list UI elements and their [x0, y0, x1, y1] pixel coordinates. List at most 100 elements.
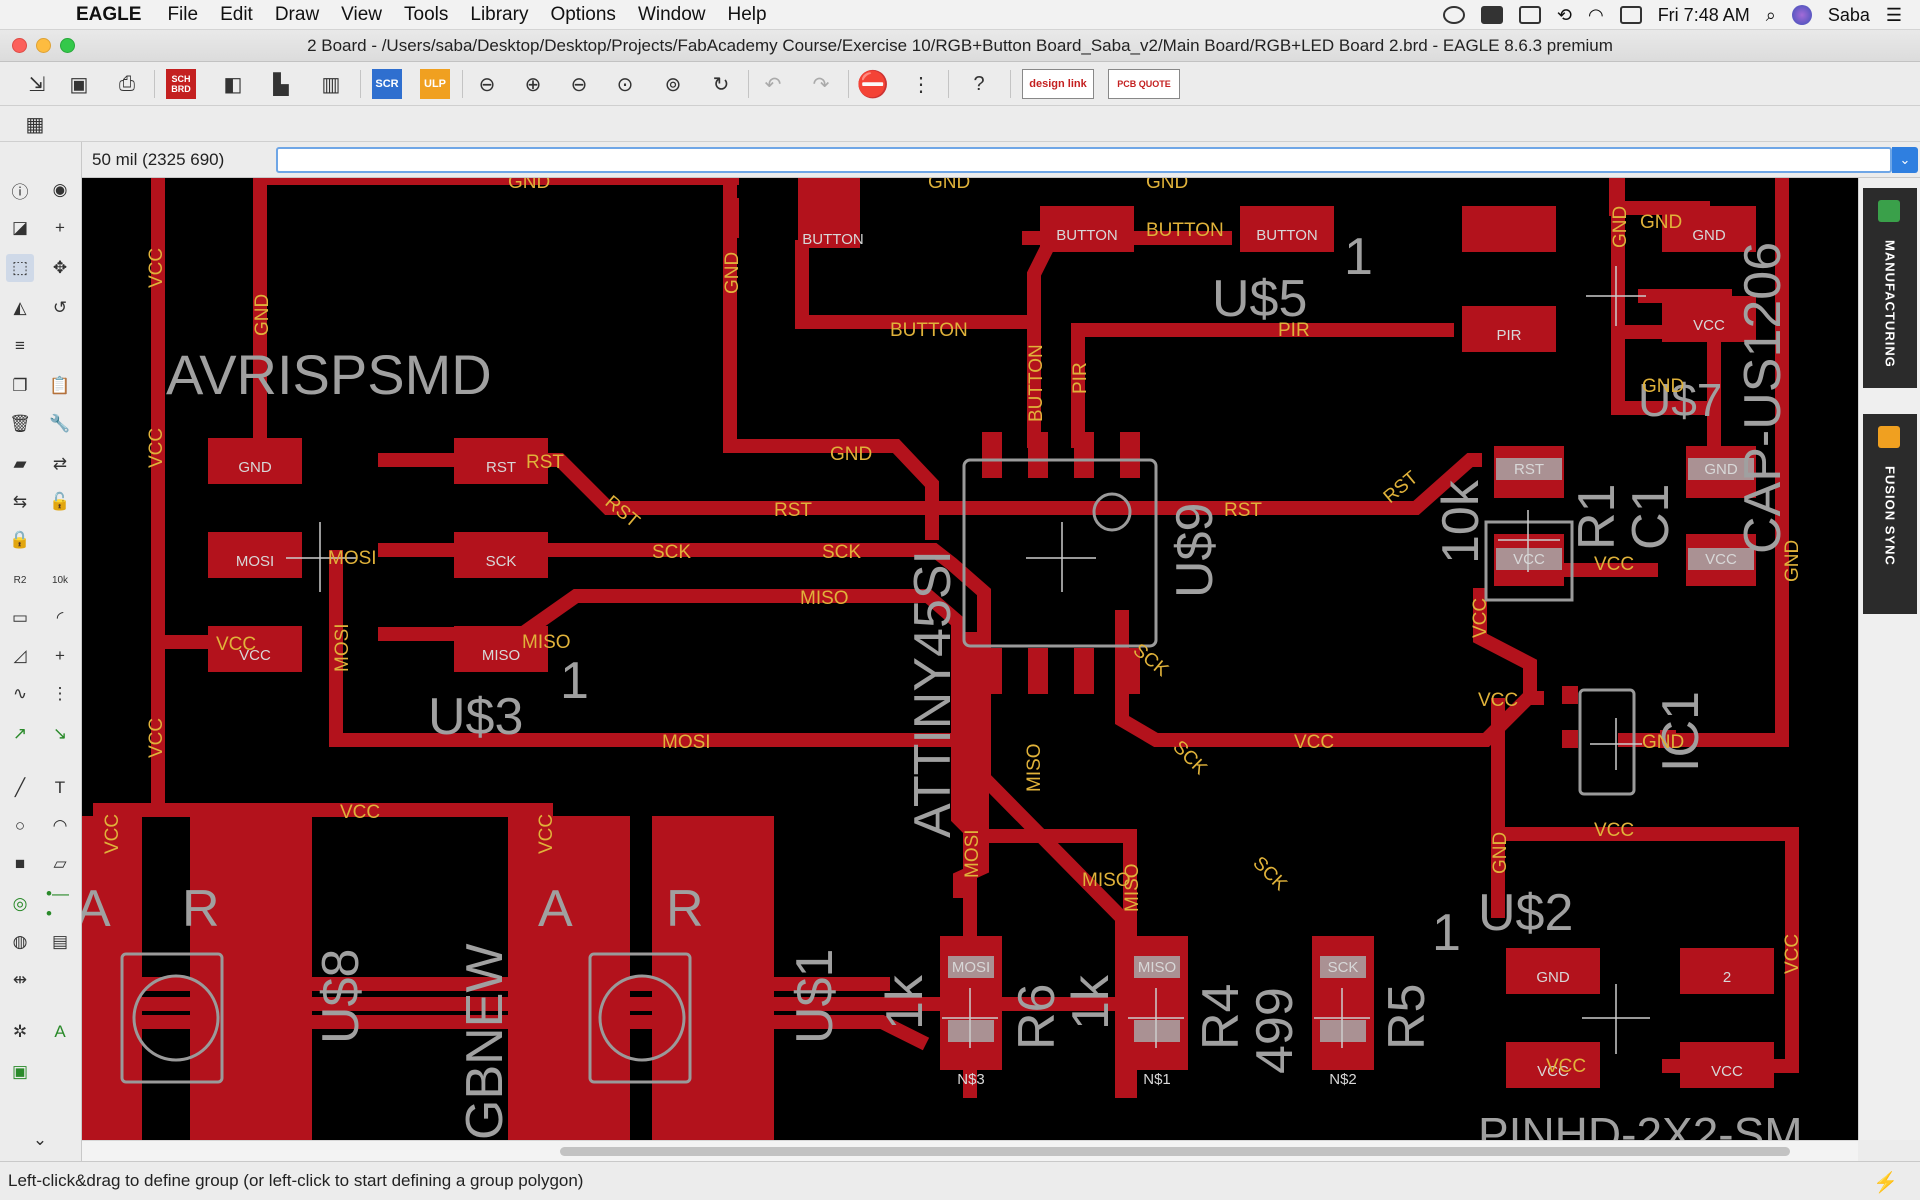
signal-icon[interactable]: •—• — [46, 884, 69, 923]
rotate-icon[interactable]: ↺ — [52, 298, 68, 317]
move-icon[interactable]: ✥ — [52, 258, 68, 277]
dimension-icon[interactable]: ⋮ — [51, 684, 69, 703]
lock-icon[interactable]: 🔒 — [9, 530, 31, 549]
menu-library[interactable]: Library — [470, 3, 529, 25]
autorouter-icon[interactable]: A — [54, 1022, 66, 1041]
arc-icon[interactable]: ◠ — [52, 816, 68, 835]
pcb-quote-button[interactable]: PCB QUOTE — [1108, 69, 1180, 99]
menu-file[interactable]: File — [167, 3, 199, 25]
redraw-icon[interactable]: ↻ — [712, 73, 730, 96]
menu-options[interactable]: Options — [550, 3, 616, 25]
undo-icon[interactable]: ↶ — [764, 73, 782, 96]
menu-tools[interactable]: Tools — [404, 3, 449, 25]
help-icon[interactable]: ? — [973, 72, 985, 95]
menu-app-name[interactable]: EAGLE — [76, 3, 142, 25]
user-name[interactable]: Saba — [1827, 4, 1870, 25]
mark-icon[interactable]: + — [55, 218, 65, 237]
minimize-window-button[interactable] — [36, 38, 51, 53]
clock[interactable]: Fri 7:48 AM — [1657, 4, 1750, 25]
add-part-icon[interactable]: ▰ — [13, 454, 27, 473]
library-icon[interactable]: ▥ — [321, 73, 341, 96]
attribute-icon[interactable]: ▤ — [51, 932, 69, 951]
fusion-sync-tab[interactable]: FUSION SYNC — [1863, 414, 1917, 614]
hole-icon[interactable]: ◍ — [12, 932, 28, 951]
menu-draw[interactable]: Draw — [274, 3, 320, 25]
wrench-icon[interactable]: 🔧 — [49, 414, 71, 433]
airplay-icon[interactable] — [1518, 6, 1541, 24]
close-window-button[interactable] — [12, 38, 27, 53]
name-icon[interactable]: R2 — [13, 574, 27, 586]
board-drawing[interactable]: AVRISPSMD U$3 U$5 U$9 ATTINY45SI U$2 U$8… — [82, 178, 1858, 1140]
measure-icon[interactable]: ⇹ — [12, 970, 28, 989]
manufacturing-tab[interactable]: MANUFACTURING — [1863, 188, 1917, 388]
grid-icon[interactable]: ▦ — [25, 113, 45, 136]
run-script-button[interactable]: SCR — [372, 69, 402, 99]
open-icon[interactable]: ⇲ — [28, 73, 46, 96]
info-icon[interactable]: ⓘ — [11, 182, 29, 202]
menu-help[interactable]: Help — [727, 3, 767, 25]
delete-icon[interactable]: 🗑 — [9, 414, 31, 433]
lightning-icon[interactable]: ⚡ — [1873, 1172, 1898, 1194]
notification-center-icon[interactable]: ☰ — [1885, 4, 1902, 25]
mirror-icon[interactable]: ◭ — [13, 298, 27, 317]
swap-icon[interactable]: ⇆ — [12, 492, 28, 511]
menu-edit[interactable]: Edit — [220, 3, 253, 25]
redo-icon[interactable]: ↷ — [812, 73, 830, 96]
drc-icon[interactable]: ▣ — [11, 1062, 29, 1081]
ripup-icon[interactable]: ↘ — [52, 724, 68, 743]
time-machine-icon[interactable]: ⟲ — [1556, 4, 1572, 25]
battery-icon[interactable] — [1619, 6, 1642, 24]
miter-icon[interactable]: ◜ — [56, 608, 64, 627]
via-icon[interactable]: ◎ — [12, 894, 28, 913]
command-history-dropdown[interactable]: ⌄ — [1892, 147, 1918, 173]
layers-icon[interactable]: ◪ — [11, 218, 29, 237]
zoom-area-icon[interactable]: ⊚ — [664, 73, 682, 96]
run-ulp-button[interactable]: ULP — [420, 69, 450, 99]
horizontal-scroll-thumb[interactable] — [560, 1147, 1790, 1156]
optimize-icon[interactable]: + — [55, 646, 65, 665]
expand-toolbox-icon[interactable]: ⌄ — [32, 1130, 48, 1149]
adobe-icon[interactable] — [1480, 6, 1503, 24]
menu-view[interactable]: View — [341, 3, 383, 25]
horizontal-scrollbar[interactable] — [82, 1140, 1858, 1161]
align-icon[interactable]: ≡ — [15, 336, 25, 355]
menu-window[interactable]: Window — [637, 3, 706, 25]
zoom-fit-icon[interactable]: ⊖ — [478, 73, 496, 96]
user-avatar[interactable] — [1791, 5, 1812, 25]
circle-icon[interactable]: ○ — [14, 816, 26, 835]
cam-processor-icon[interactable]: ◧ — [223, 73, 243, 96]
save-icon[interactable]: ▣ — [69, 73, 89, 96]
polygon-icon[interactable]: ▱ — [53, 854, 67, 873]
zoom-in-icon[interactable]: ⊕ — [524, 73, 542, 96]
manufacturing-icon[interactable]: ▙ — [273, 73, 289, 96]
spotlight-search-icon[interactable]: ⌕ — [1765, 4, 1776, 25]
line-icon[interactable]: ╱ — [14, 778, 26, 797]
wifi-icon[interactable]: ◠ — [1587, 4, 1604, 25]
lock-open-icon[interactable]: 🔓 — [49, 492, 71, 511]
text-icon[interactable]: T — [54, 778, 66, 797]
paste-icon[interactable]: 📋 — [49, 376, 71, 395]
go-icon[interactable]: ⋮ — [911, 73, 931, 96]
creative-cloud-icon[interactable] — [1442, 6, 1465, 24]
design-link-button[interactable]: design link — [1022, 69, 1094, 99]
board-canvas[interactable]: AVRISPSMD U$3 U$5 U$9 ATTINY45SI U$2 U$8… — [82, 178, 1858, 1140]
label-pinhd: PINHD-2X2-SM — [1478, 1108, 1803, 1140]
rectangle-icon[interactable]: ■ — [14, 854, 26, 873]
route-icon[interactable]: ↗ — [12, 724, 28, 743]
group-icon[interactable]: ⬚ — [6, 254, 34, 282]
zoom-select-icon[interactable]: ⊙ — [616, 73, 634, 96]
smash-icon[interactable]: ▭ — [11, 608, 29, 627]
value-icon[interactable]: 10k — [51, 574, 69, 586]
ratsnest-icon[interactable]: ✲ — [12, 1022, 28, 1041]
zoom-out-icon[interactable]: ⊖ — [570, 73, 588, 96]
replace-icon[interactable]: ⇄ — [52, 454, 68, 473]
split-icon[interactable]: ◿ — [13, 646, 27, 665]
show-icon[interactable]: ◉ — [52, 180, 68, 199]
zoom-window-button[interactable] — [60, 38, 75, 53]
meander-icon[interactable]: ∿ — [12, 684, 28, 703]
copy-icon[interactable]: ❐ — [12, 376, 28, 395]
print-icon[interactable]: ⎙ — [119, 72, 135, 95]
stop-icon[interactable]: ⛔ — [856, 68, 890, 99]
command-line-input[interactable] — [276, 147, 1892, 173]
sch-brd-switch-button[interactable]: SCH BRD — [166, 69, 196, 99]
